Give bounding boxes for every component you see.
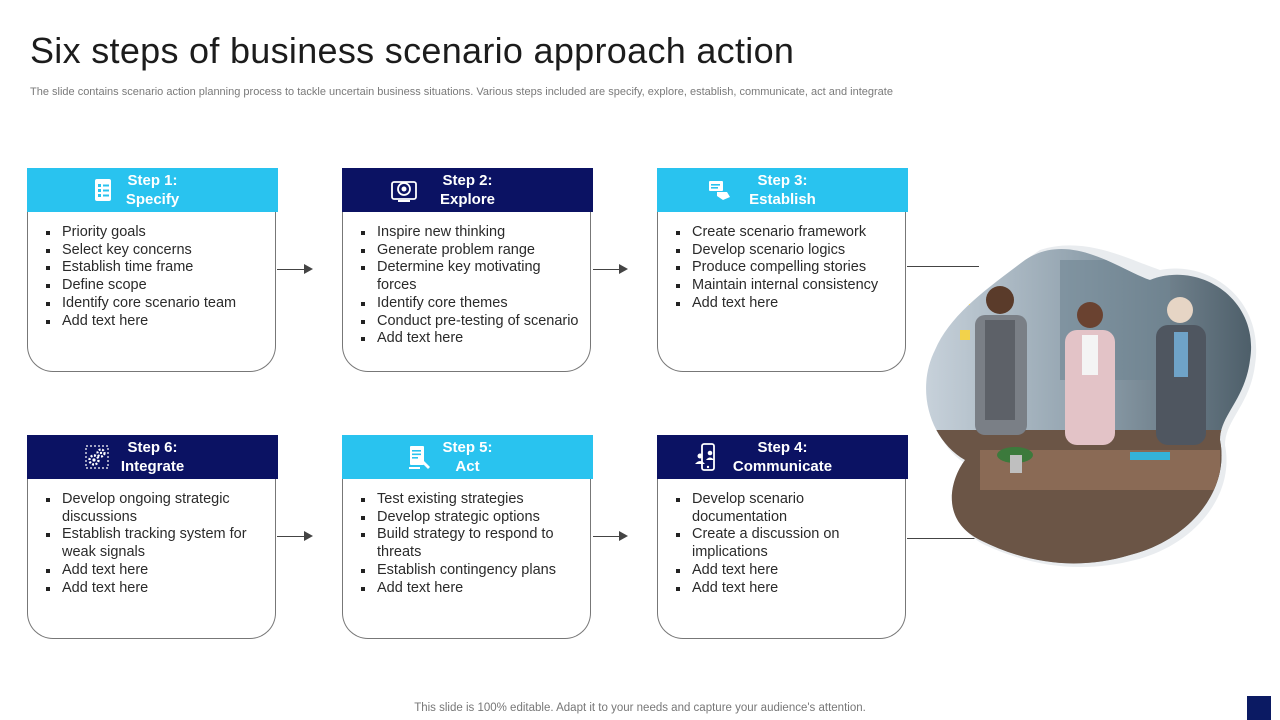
list-item: Develop ongoing strategic discussions <box>43 491 267 526</box>
step-header: Step 5: Act <box>342 435 593 479</box>
step-bullets: Develop scenario documentation Create a … <box>673 491 897 597</box>
step-card-integrate: Step 6: Integrate Develop ongoing strate… <box>27 435 278 639</box>
step-header: Step 2: Explore <box>342 168 593 212</box>
list-item: Add text here <box>43 562 267 580</box>
list-item: Develop scenario logics <box>673 242 897 260</box>
list-item: Add text here <box>358 580 582 598</box>
step-bullets: Test existing strategies Develop strateg… <box>358 491 582 597</box>
list-item: Establish time frame <box>43 259 267 277</box>
step-card-establish: Step 3: Establish Create scenario framew… <box>657 168 908 372</box>
list-item: Build strategy to respond to threats <box>358 526 582 561</box>
step-name: Communicate <box>732 458 833 475</box>
step-card-explore: Step 2: Explore Inspire new thinking Gen… <box>342 168 593 372</box>
slide-subtitle: The slide contains scenario action plann… <box>30 86 893 98</box>
step-card-act: Step 5: Act Test existing strategies Dev… <box>342 435 593 639</box>
step-number: Step 6: <box>127 439 178 456</box>
list-item: Priority goals <box>43 224 267 242</box>
arrow-head-icon <box>304 531 313 541</box>
step-header: Step 1: Specify <box>27 168 278 212</box>
step-number: Step 3: <box>757 172 808 189</box>
arrow-connector <box>593 269 623 270</box>
list-item: Add text here <box>358 330 582 348</box>
step-name: Explore <box>439 191 496 208</box>
arrow-head-icon <box>619 264 628 274</box>
list-item: Maintain internal consistency <box>673 277 897 295</box>
step-bullets: Priority goals Select key concerns Estab… <box>43 224 267 330</box>
list-item: Develop scenario documentation <box>673 491 897 526</box>
globe-search-icon <box>390 176 418 204</box>
team-meeting-photo <box>920 240 1260 570</box>
step-number: Step 4: <box>757 439 808 456</box>
list-item: Identify core scenario team <box>43 295 267 313</box>
arrow-connector <box>277 269 307 270</box>
step-name: Establish <box>749 191 816 208</box>
checklist-icon <box>89 176 117 204</box>
list-item: Establish contingency plans <box>358 562 582 580</box>
step-name: Act <box>455 458 480 475</box>
list-item: Develop strategic options <box>358 509 582 527</box>
step-card-communicate: Step 4: Communicate Develop scenario doc… <box>657 435 908 639</box>
document-pen-icon <box>406 443 434 471</box>
mobile-users-icon <box>693 443 721 471</box>
connector-line <box>907 266 979 267</box>
footer-note: This slide is 100% editable. Adapt it to… <box>414 702 866 714</box>
list-item: Add text here <box>43 313 267 331</box>
arrow-connector <box>593 536 623 537</box>
list-item: Add text here <box>673 562 897 580</box>
list-item: Determine key motivating forces <box>358 259 582 294</box>
arrow-head-icon <box>304 264 313 274</box>
list-item: Add text here <box>673 580 897 598</box>
connector-line <box>907 538 979 539</box>
list-item: Add text here <box>43 580 267 598</box>
list-item: Add text here <box>673 295 897 313</box>
corner-accent-box <box>1247 696 1271 720</box>
list-item: Generate problem range <box>358 242 582 260</box>
list-item: Create scenario framework <box>673 224 897 242</box>
list-item: Identify core themes <box>358 295 582 313</box>
arrow-head-icon <box>619 531 628 541</box>
step-number: Step 2: <box>442 172 493 189</box>
step-name: Specify <box>125 191 180 208</box>
step-bullets: Create scenario framework Develop scenar… <box>673 224 897 313</box>
arrow-connector <box>277 536 307 537</box>
list-item: Inspire new thinking <box>358 224 582 242</box>
list-item: Conduct pre-testing of scenario <box>358 313 582 331</box>
step-bullets: Inspire new thinking Generate problem ra… <box>358 224 582 348</box>
step-header: Step 6: Integrate <box>27 435 278 479</box>
hand-document-icon <box>705 176 733 204</box>
step-number: Step 5: <box>442 439 493 456</box>
list-item: Select key concerns <box>43 242 267 260</box>
list-item: Test existing strategies <box>358 491 582 509</box>
gears-integration-icon <box>83 443 111 471</box>
step-bullets: Develop ongoing strategic discussions Es… <box>43 491 267 597</box>
list-item: Produce compelling stories <box>673 259 897 277</box>
step-card-specify: Step 1: Specify Priority goals Select ke… <box>27 168 278 372</box>
list-item: Establish tracking system for weak signa… <box>43 526 267 561</box>
step-name: Integrate <box>120 458 185 475</box>
list-item: Create a discussion on implications <box>673 526 897 561</box>
step-number: Step 1: <box>127 172 178 189</box>
step-header: Step 3: Establish <box>657 168 908 212</box>
step-header: Step 4: Communicate <box>657 435 908 479</box>
list-item: Define scope <box>43 277 267 295</box>
slide-title: Six steps of business scenario approach … <box>30 30 795 71</box>
